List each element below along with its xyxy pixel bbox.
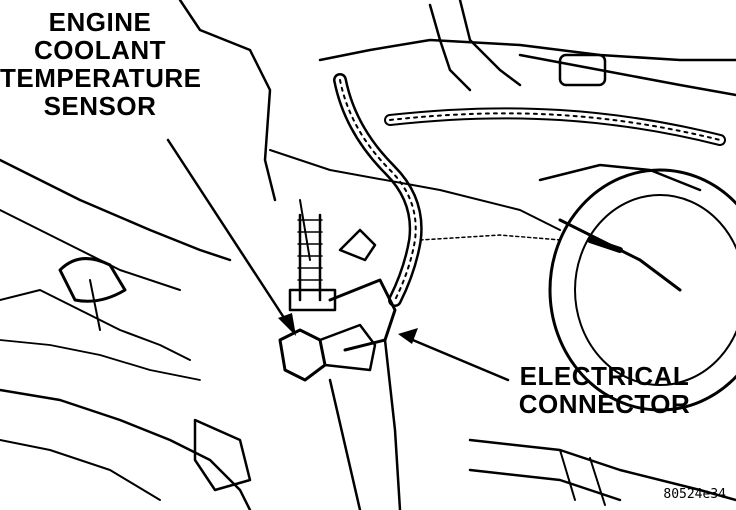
electrical-connector	[328, 278, 397, 352]
hose-clamp	[58, 257, 127, 303]
fuel-line	[318, 38, 736, 62]
pulley	[548, 168, 736, 412]
label-line: COOLANT	[33, 35, 167, 65]
leader-line-sensor	[166, 138, 294, 332]
electrical-connector-label: ELECTRICAL CONNECTOR	[512, 362, 697, 418]
figure-code: 80524e34	[663, 487, 726, 502]
label-line: TEMPERATURE	[0, 63, 202, 93]
leader-line-connector	[406, 336, 510, 382]
stud	[298, 213, 322, 302]
label-line: ENGINE	[48, 7, 152, 37]
label-line: SENSOR	[43, 91, 157, 121]
engine-block-left	[0, 158, 232, 262]
label-line: ELECTRICAL	[519, 361, 690, 391]
label-line: CONNECTOR	[518, 389, 691, 419]
coolant-sensor-body	[278, 328, 327, 382]
arrowhead-sensor	[278, 313, 296, 336]
engine-coolant-temperature-sensor-label: ENGINE COOLANT TEMPERATURE SENSOR	[0, 7, 202, 121]
engine-block-top	[178, 0, 277, 202]
arrowhead-connector	[398, 328, 418, 344]
